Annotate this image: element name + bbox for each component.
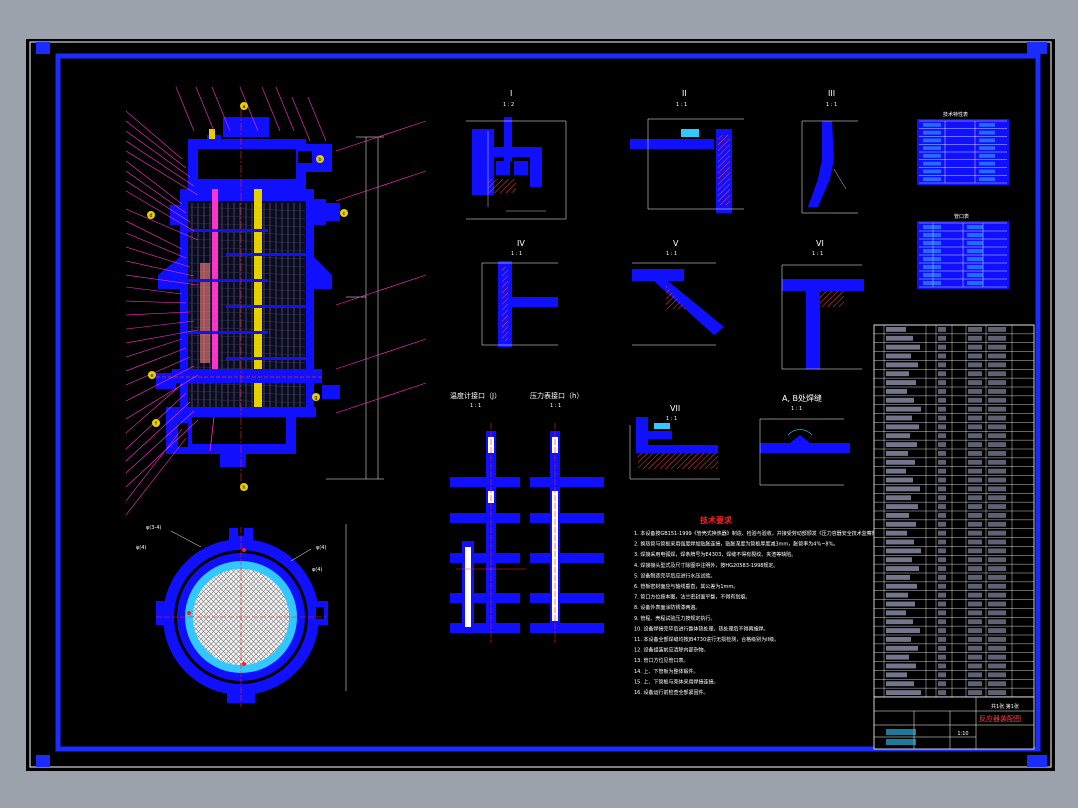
main-section-view[interactable]: a b c d e f g h — [125, 86, 427, 516]
tech-req-line: 1. 本设备按GB151-1999《管壳式换热器》制造、检验与验收，并接受劳动部… — [634, 530, 907, 537]
nozzle-view-h[interactable]: 压力表接口（h） 1 : 1 — [530, 391, 604, 643]
detail-label-weld: A, B处焊缝 — [782, 393, 822, 403]
detail-label-VI: VI — [816, 239, 824, 248]
table-tech-characteristics[interactable]: 技术特性表 — [917, 111, 1009, 185]
callout-balloon: a — [240, 102, 248, 110]
inner-frame — [55, 53, 1041, 752]
title-block[interactable]: 反应器装配图 共1张 第1张 1:10 — [873, 696, 1035, 750]
title-block-drawing-title: 反应器装配图 — [979, 714, 1021, 723]
drawing-viewport[interactable]: a b c d e f g h φ(3-4) φ(4) φ(4) φ(4) — [26, 39, 1055, 771]
tech-req-line: 7. 管口方位按本图，法兰密封面平整，不得有划痕。 — [634, 594, 750, 601]
title-block-sheet-note: 共1张 第1张 — [991, 703, 1019, 710]
detail-view-II[interactable]: II 1 : 1 — [630, 89, 744, 213]
nozzle-j-title: 温度计接口（J） — [450, 391, 501, 400]
outer-frame — [29, 41, 1052, 768]
svg-text:φ(4): φ(4) — [316, 545, 326, 551]
detail-label-V: V — [673, 239, 679, 248]
corner-marker-tr — [1027, 42, 1047, 54]
callout-balloon: f — [152, 419, 160, 427]
tech-req-line: 2. 换热管与管板采用强度焊加贴胀连接，贴胀深度为管板厚度减3mm，胀管率为4%… — [634, 541, 838, 548]
detail-scale-IV: 1 : 1 — [511, 251, 522, 257]
svg-text:b: b — [318, 157, 321, 163]
table-nozzle-title: 管口表 — [954, 213, 969, 220]
detail-scale-V: 1 : 1 — [666, 251, 677, 257]
corner-marker-bl — [36, 755, 50, 767]
svg-text:φ(4): φ(4) — [312, 567, 322, 573]
tech-req-line: 6. 管板密封面应与轴线垂直，其公差为1mm。 — [634, 583, 738, 590]
table-nozzles[interactable]: 管口表 — [917, 213, 1009, 289]
tech-req-line: 11. 本设备全部焊缝均按JB4730进行无损检测，合格级别为II级。 — [634, 636, 779, 643]
tech-req-line: 14. 上、下管板为整体锻件。 — [634, 668, 699, 675]
svg-text:f: f — [155, 421, 157, 427]
detail-view-V[interactable]: V 1 : 1 — [632, 239, 724, 346]
svg-text:a: a — [242, 104, 245, 110]
tech-req-line: 5. 设备制造完毕后应进行水压试验。 — [634, 572, 715, 579]
nozzle-h-scale: 1 : 1 — [550, 403, 561, 409]
callout-balloon: d — [147, 211, 155, 219]
table-tech-title: 技术特性表 — [943, 111, 968, 118]
svg-text:h: h — [242, 485, 245, 491]
callout-balloon: g — [312, 393, 320, 401]
detail-view-VI[interactable]: VI 1 : 1 — [781, 239, 864, 370]
technical-requirements: 技术要求 1. 本设备按GB151-1999《管壳式换热器》制造、检验与验收，并… — [634, 515, 907, 696]
parts-list[interactable] — [873, 324, 1035, 698]
tech-req-line: 13. 管口方位见管口表。 — [634, 657, 689, 664]
detail-label-III: III — [828, 89, 835, 98]
title-block-scale: 1:10 — [957, 731, 968, 737]
detail-label-I: I — [510, 89, 512, 98]
tech-req-line: 8. 设备外表面涂防锈漆两遍。 — [634, 604, 700, 611]
tech-req-line: 12. 设备组装前应清除内部杂物。 — [634, 647, 709, 654]
corner-marker-tl — [36, 42, 50, 54]
detail-scale-I: 1 : 2 — [503, 102, 514, 108]
callout-balloon: h — [240, 483, 248, 491]
detail-view-weld-AB[interactable]: A, B处焊缝 1 : 1 — [759, 393, 850, 486]
corner-marker-br — [1027, 755, 1047, 767]
detail-scale-III: 1 : 1 — [826, 102, 837, 108]
tech-req-line: 4. 焊接接头型式及尺寸除图中注明外，按HG20583-1998规定。 — [634, 562, 778, 569]
detail-scale-VII: 1 : 1 — [666, 416, 677, 422]
detail-view-IV[interactable]: IV 1 : 1 — [481, 239, 558, 347]
tech-req-line: 15. 上、下管板与壳体采用焊接连接。 — [634, 678, 719, 685]
detail-scale-weld: 1 : 1 — [791, 406, 802, 412]
tech-req-line: 3. 焊接采用电弧焊，焊条牌号为E4303，焊缝不得有裂纹、夹渣等缺陷。 — [634, 551, 796, 558]
engineering-drawing: a b c d e f g h φ(3-4) φ(4) φ(4) φ(4) — [29, 41, 1052, 768]
callout-balloon: b — [316, 155, 324, 163]
tech-req-line: 9. 管程、壳程试验压力按规定执行。 — [634, 615, 715, 622]
nozzle-h-title: 压力表接口（h） — [530, 391, 583, 400]
svg-text:e: e — [150, 373, 153, 379]
detail-scale-VI: 1 : 1 — [812, 251, 823, 257]
detail-label-IV: IV — [517, 239, 525, 248]
svg-text:φ(4): φ(4) — [136, 545, 146, 551]
detail-view-I[interactable]: I 1 : 2 — [466, 89, 567, 220]
svg-text:φ(3-4): φ(3-4) — [146, 525, 161, 531]
svg-text:g: g — [314, 395, 317, 401]
tech-req-title: 技术要求 — [700, 515, 733, 525]
tech-req-line: 10. 设备焊接完毕后进行整体热处理，热处理后不得再施焊。 — [634, 625, 769, 632]
nozzle-view-j[interactable]: 温度计接口（J） 1 : 1 — [450, 391, 526, 643]
plan-view[interactable]: φ(3-4) φ(4) φ(4) φ(4) — [136, 524, 347, 707]
svg-text:d: d — [149, 213, 152, 219]
callout-balloon: e — [148, 371, 156, 379]
svg-text:c: c — [343, 211, 346, 217]
detail-view-III[interactable]: III 1 : 1 — [801, 89, 858, 214]
detail-label-II: II — [682, 89, 687, 98]
nozzle-j-scale: 1 : 1 — [470, 403, 481, 409]
detail-scale-II: 1 : 1 — [676, 102, 687, 108]
detail-view-VII[interactable]: VII 1 : 1 — [629, 404, 720, 480]
detail-label-VII: VII — [670, 404, 680, 413]
tech-req-line: 16. 设备运行前检查全部紧固件。 — [634, 689, 709, 696]
callout-balloon: c — [340, 209, 348, 217]
